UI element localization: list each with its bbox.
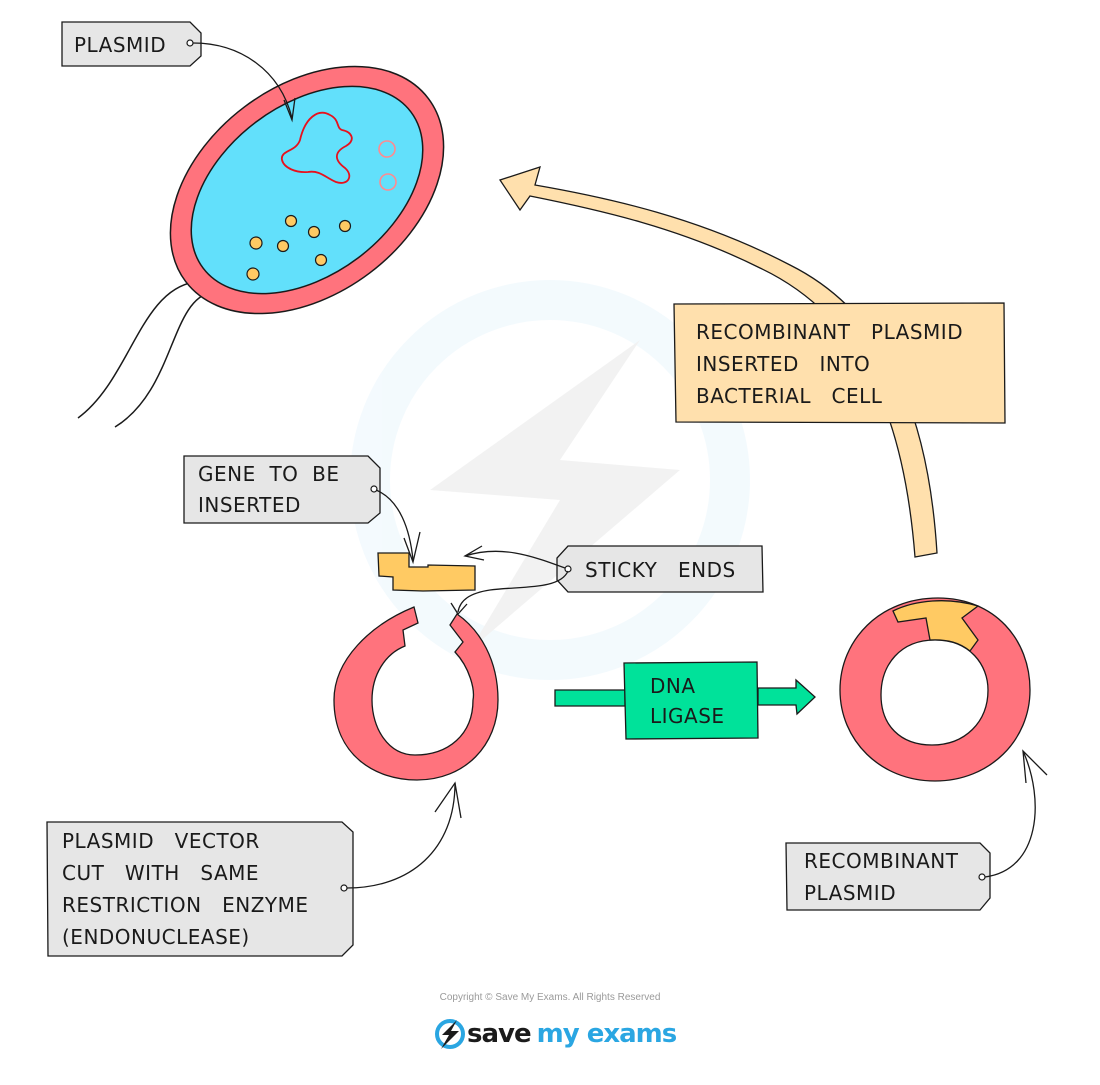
bacterial-cell	[77, 65, 445, 428]
insertion-step-line-2: INSERTED INTO	[696, 352, 870, 376]
dna-ligase-line-1: DNA	[650, 674, 696, 698]
arrowhead	[1022, 749, 1048, 784]
flagellum	[77, 281, 196, 419]
ribosome	[314, 253, 328, 267]
ribosomes	[246, 214, 352, 281]
cut-plasmid-vector	[333, 606, 499, 781]
plasmid-vector-line-1: PLASMID VECTOR	[62, 829, 260, 853]
arrowhead	[434, 781, 462, 819]
ribosome	[276, 239, 290, 253]
plasmid-vector-line-2: CUT WITH SAME	[62, 861, 259, 885]
pointer-arrow	[457, 570, 569, 613]
plasmid-label: PLASMID	[61, 21, 296, 123]
plasmid-vector-label: PLASMID VECTOR CUT WITH SAME RESTRICTION…	[46, 781, 462, 957]
save-my-exams-logo[interactable]: save my exams	[433, 1014, 678, 1054]
arrowhead	[463, 545, 485, 561]
arrowhead	[403, 531, 421, 565]
small-plasmid	[379, 173, 397, 191]
pointer-arrow	[984, 750, 1036, 878]
lightning-bolt-icon	[435, 1019, 465, 1049]
dna-ligase-line-2: LIGASE	[650, 704, 725, 728]
plasmid-vector-line-4: (ENDONUCLEASE)	[62, 925, 250, 949]
ribosome	[249, 236, 263, 250]
recombinant-plasmid	[839, 597, 1031, 782]
ribosome	[338, 219, 352, 233]
recombinant-plasmid-label: RECOMBINANT PLASMID	[785, 749, 1048, 911]
recombinant-label-line-1: RECOMBINANT	[804, 849, 959, 873]
logo-myexams-text: my exams	[536, 1019, 678, 1049]
logo-save-text: save	[467, 1019, 532, 1049]
dna-ligase-arrow: DNA LIGASE	[554, 661, 816, 740]
pointer-arrow	[192, 42, 293, 119]
insertion-step-box: RECOMBINANT PLASMID INSERTED INTO BACTER…	[673, 302, 1006, 424]
arrowhead	[283, 97, 296, 123]
flagellum	[114, 291, 213, 428]
plasmid-label-text: PLASMID	[74, 33, 166, 57]
sticky-ends-label: STICKY ENDS	[450, 545, 764, 616]
inserted-gene	[892, 600, 980, 652]
sticky-ends-text: STICKY ENDS	[585, 558, 736, 582]
insertion-step-line-1: RECOMBINANT PLASMID	[696, 320, 963, 344]
pointer-arrow	[346, 782, 456, 889]
insertion-step-line-3: BACTERIAL CELL	[696, 384, 883, 408]
gene-label: GENE TO BE INSERTED	[183, 455, 421, 565]
ribosome	[246, 267, 260, 281]
ribosome	[307, 225, 321, 239]
ribosome	[284, 214, 298, 228]
cytoplasm	[190, 85, 424, 295]
recombinant-label-line-2: PLASMID	[804, 881, 896, 905]
pointer-arrow	[464, 550, 566, 569]
gene-label-line-2: INSERTED	[198, 493, 301, 517]
small-plasmid	[378, 140, 396, 158]
pointer-arrow	[375, 489, 414, 561]
gene-label-line-1: GENE TO BE	[198, 462, 339, 486]
plasmid-vector-line-3: RESTRICTION ENZYME	[62, 893, 309, 917]
copyright-notice: Copyright © Save My Exams. All Rights Re…	[439, 992, 661, 1003]
gene-fragment	[377, 552, 476, 592]
chromosomal-dna	[281, 111, 353, 184]
